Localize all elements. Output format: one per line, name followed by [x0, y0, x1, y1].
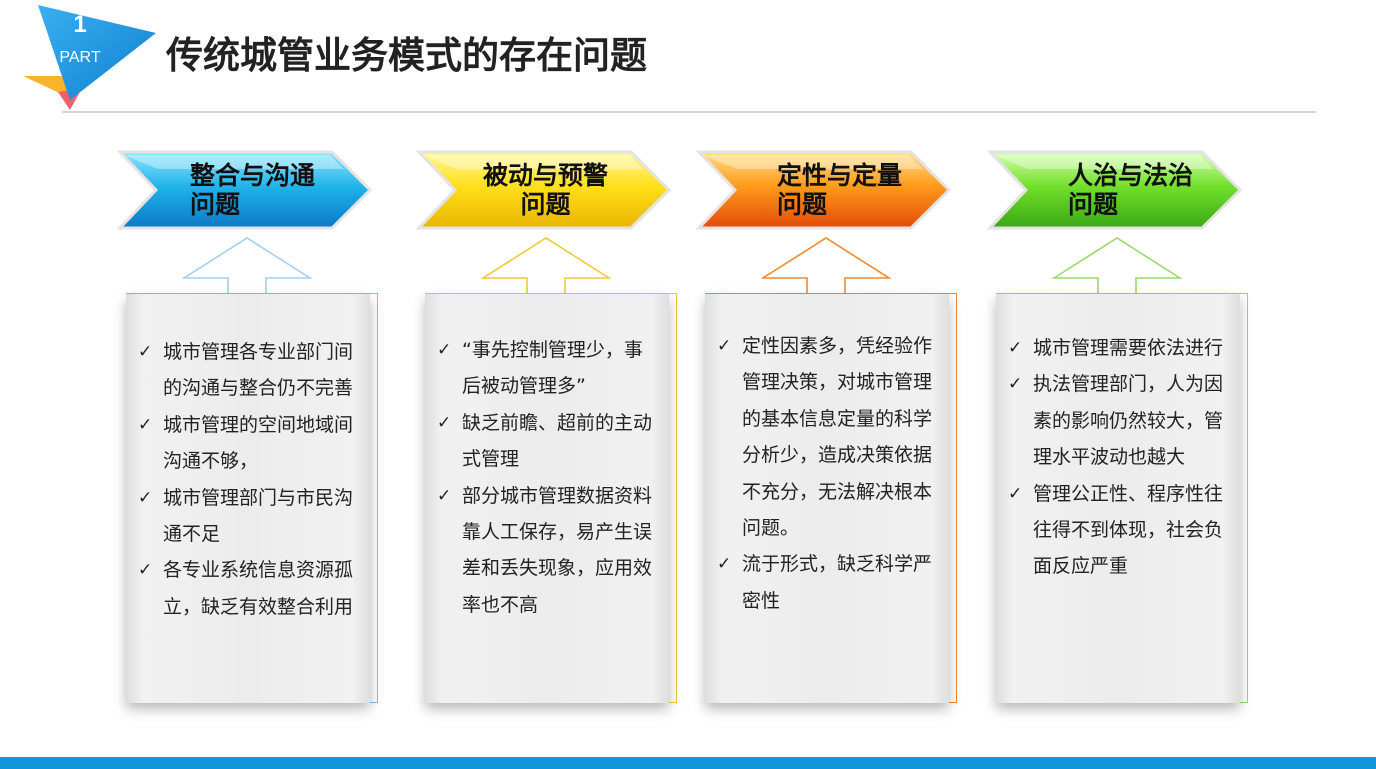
page-title: 传统城管业务模式的存在问题 [166, 34, 647, 77]
part-logo-shape [23, 5, 156, 110]
chevron-banner-yellow [415, 150, 672, 230]
column-qualitative-quantitative: 定性与定量 问题 ✓ 定性因素多，凭经验作管理决策，对城市管理的基本信息定量的科学… [695, 148, 965, 713]
bullet-item: ✓ 城市管理需要依法进行 [1008, 330, 1230, 366]
part-number: 1 [73, 11, 87, 38]
bullet-panel: ✓ 定性因素多，凭经验作管理决策，对城市管理的基本信息定量的科学分析少，造成决策依… [705, 294, 949, 703]
check-mark-icon: ✓ [1008, 374, 1023, 395]
bullet-text: 城市管理需要依法进行 [1033, 337, 1224, 359]
bullet-item: ✓ 各专业系统信息资源孤立，缺乏有效整合利用 [138, 552, 360, 625]
bullet-item: ✓ 流于形式，缺乏科学严密性 [717, 546, 939, 619]
bullet-item: ✓ 城市管理部门与市民沟通不足 [138, 480, 360, 553]
bullet-list: ✓ 定性因素多，凭经验作管理决策，对城市管理的基本信息定量的科学分析少，造成决策依… [717, 328, 939, 619]
check-mark-icon: ✓ [1008, 338, 1023, 358]
bullet-item: ✓ 城市管理的空间地域间沟通不够， [138, 407, 360, 480]
title-divider [62, 111, 1316, 113]
footer-bar [0, 757, 1376, 769]
bullet-text: 定性因素多，凭经验作管理决策，对城市管理的基本信息定量的科学分析少，造成决策依据… [742, 335, 933, 540]
column-title: 人治与法治 问题 [1068, 161, 1194, 219]
check-mark-icon: ✓ [1008, 483, 1023, 504]
up-arrow-outline-icon [1052, 237, 1182, 293]
bullet-text: 缺乏前瞻、超前的主动式管理 [462, 411, 653, 471]
column-title: 整合与沟通 问题 [190, 161, 316, 219]
bullet-panel: ✓ 城市管理各专业部门间的沟通与整合仍不完善 ✓ 城市管理的空间地域间沟通不够， ✓… [126, 294, 370, 703]
column-rule-of-man-law: 人治与法治 问题 ✓ 城市管理需要依法进行 ✓ 执法管理部门，人为因素的影响仍然较大… [986, 148, 1256, 713]
check-mark-icon: ✓ [138, 342, 153, 362]
column-title: 被动与预警 问题 [483, 161, 609, 219]
bullet-item: ✓ 执法管理部门，人为因素的影响仍然较大，管理水平波动也越大 [1008, 366, 1230, 475]
bullet-list: ✓ 城市管理需要依法进行 ✓ 执法管理部门，人为因素的影响仍然较大，管理水平波动也越… [1008, 330, 1230, 585]
bullet-item: ✓ 城市管理各专业部门间的沟通与整合仍不完善 [138, 334, 360, 407]
bullet-text: 流于形式，缺乏科学严密性 [742, 553, 933, 612]
check-mark-icon: ✓ [717, 554, 732, 575]
check-mark-icon: ✓ [437, 412, 452, 433]
bullet-item: ✓ 缺乏前瞻、超前的主动式管理 [437, 405, 659, 478]
check-mark-icon: ✓ [138, 414, 153, 435]
bullet-panel: ✓ “事先控制管理少，事后被动管理多” ✓ 缺乏前瞻、超前的主动式管理 ✓ 部分城市管… [425, 294, 669, 703]
check-mark-icon: ✓ [138, 560, 153, 581]
column-integration-communication: 整合与沟通 问题 ✓ 城市管理各专业部门间的沟通与整合仍不完善 ✓ 城市管理的空间地… [116, 148, 386, 713]
chevron-banner-orange [695, 150, 952, 230]
bullet-text: “事先控制管理少，事后被动管理多” [462, 339, 643, 398]
bullet-text: 执法管理部门，人为因素的影响仍然较大，管理水平波动也越大 [1033, 373, 1224, 469]
bullet-list: ✓ 城市管理各专业部门间的沟通与整合仍不完善 ✓ 城市管理的空间地域间沟通不够， ✓… [138, 334, 360, 625]
check-mark-icon: ✓ [717, 336, 732, 356]
check-mark-icon: ✓ [437, 340, 452, 360]
bullet-text: 城市管理的空间地域间沟通不够， [163, 413, 354, 473]
bullet-text: 部分城市管理数据资料靠人工保存，易产生误差和丢失现象，应用效率也不高 [462, 484, 653, 616]
up-arrow-outline-icon [761, 237, 891, 293]
up-arrow-outline-icon [481, 237, 611, 293]
bullet-text: 各专业系统信息资源孤立，缺乏有效整合利用 [163, 559, 354, 618]
bullet-item: ✓ “事先控制管理少，事后被动管理多” [437, 332, 659, 405]
bullet-panel: ✓ 城市管理需要依法进行 ✓ 执法管理部门，人为因素的影响仍然较大，管理水平波动也越… [996, 294, 1240, 703]
column-passive-warning: 被动与预警 问题 ✓ “事先控制管理少，事后被动管理多” ✓ 缺乏前瞻、超前的主动式… [415, 148, 685, 713]
up-arrow-outline-icon [182, 237, 312, 293]
bullet-item: ✓ 管理公正性、程序性往往得不到体现，社会负面反应严重 [1008, 476, 1230, 585]
bullet-text: 管理公正性、程序性往往得不到体现，社会负面反应严重 [1033, 482, 1224, 578]
part-logo: 1 PART [0, 0, 170, 115]
check-mark-icon: ✓ [437, 485, 452, 506]
chevron-banner-blue [116, 150, 373, 230]
bullet-text: 城市管理部门与市民沟通不足 [163, 486, 354, 546]
check-mark-icon: ✓ [138, 487, 153, 508]
part-label: PART [59, 49, 101, 66]
column-title: 定性与定量 问题 [777, 161, 903, 219]
bullet-item: ✓ 定性因素多，凭经验作管理决策，对城市管理的基本信息定量的科学分析少，造成决策依… [717, 328, 939, 546]
bullet-item: ✓ 部分城市管理数据资料靠人工保存，易产生误差和丢失现象，应用效率也不高 [437, 478, 659, 624]
chevron-banner-green [986, 150, 1243, 230]
bullet-list: ✓ “事先控制管理少，事后被动管理多” ✓ 缺乏前瞻、超前的主动式管理 ✓ 部分城市管… [437, 332, 659, 623]
bullet-text: 城市管理各专业部门间的沟通与整合仍不完善 [163, 341, 354, 400]
